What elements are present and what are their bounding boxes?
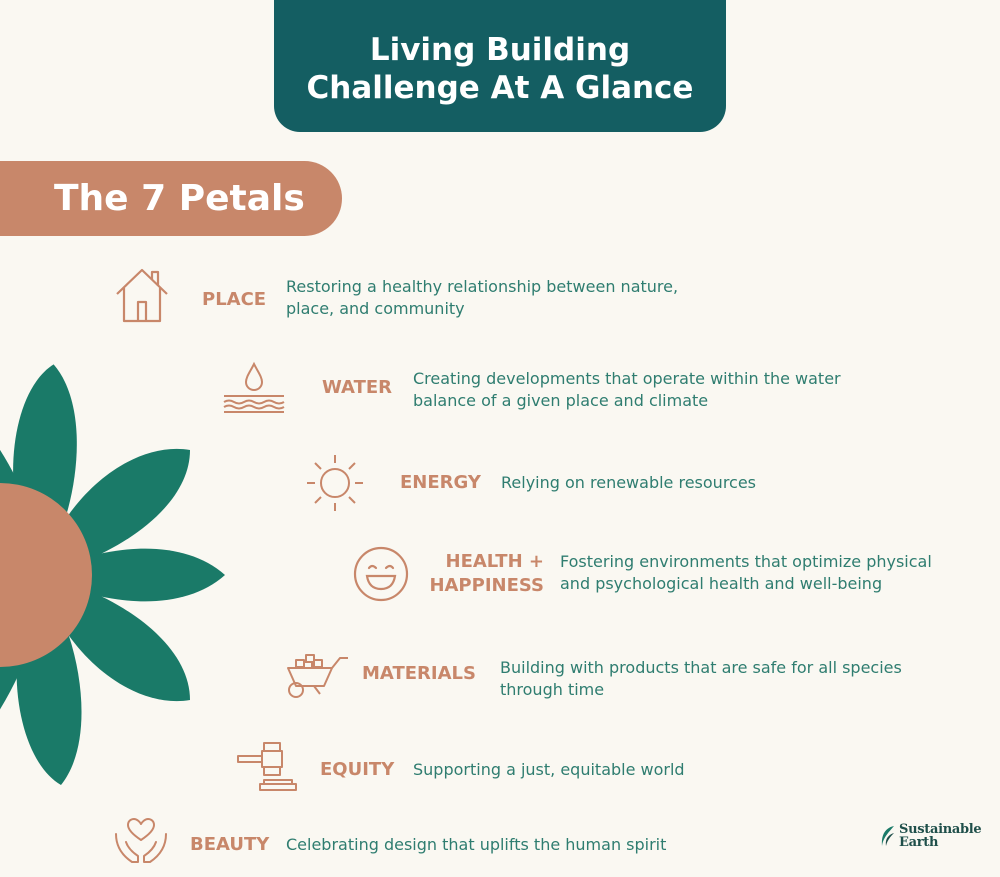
house-icon — [114, 266, 170, 324]
petal-desc-place-line1: Restoring a healthy relationship between… — [286, 277, 679, 296]
petal-label-health-line1: HEALTH + — [445, 551, 544, 572]
petal-desc-beauty: Celebrating design that uplifts the huma… — [286, 835, 667, 854]
petal-label-water: WATER — [322, 377, 393, 398]
petal-label-materials: MATERIALS — [362, 663, 476, 684]
petal-label-energy: ENERGY — [400, 472, 481, 493]
sustainable-earth-logo: Sustainable Earth — [880, 822, 982, 850]
wheelbarrow-icon — [284, 650, 350, 700]
flower-center — [0, 483, 92, 667]
petal-desc-materials-line1: Building with products that are safe for… — [500, 658, 902, 677]
flower-illustration — [0, 364, 225, 791]
leaf-icon — [881, 826, 894, 846]
petal-desc-equity: Supporting a just, equitable world — [413, 760, 685, 779]
petal-desc-health-line2: and psychological health and well-being — [560, 574, 883, 593]
petal-desc-health-line1: Fostering environments that optimize phy… — [560, 552, 932, 571]
smiley-face-icon — [352, 545, 410, 603]
section-banner: The 7 Petals — [0, 161, 342, 236]
petal-label-beauty: BEAUTY — [190, 834, 270, 855]
sun-icon — [305, 453, 365, 513]
petal-desc-water-line1: Creating developments that operate withi… — [413, 369, 841, 388]
gavel-icon — [236, 740, 300, 794]
petal-desc-energy: Relying on renewable resources — [501, 473, 757, 492]
logo-line2: Earth — [899, 835, 939, 850]
petal-label-health-line2: HAPPINESS — [429, 575, 544, 596]
water-drop-icon — [222, 360, 286, 414]
petal-desc-water-line2: balance of a given place and climate — [413, 391, 709, 410]
petal-label-equity: EQUITY — [320, 759, 395, 780]
petal-label-place: PLACE — [202, 289, 267, 310]
logo-line1: Sustainable — [899, 822, 982, 837]
page-title-line2: Challenge At A Glance — [306, 70, 694, 106]
section-title: The 7 Petals — [54, 178, 305, 219]
title-banner: Living Building Challenge At A Glance — [274, 0, 726, 132]
heart-hands-icon — [112, 816, 170, 866]
petal-desc-materials-line2: through time — [500, 680, 605, 699]
petal-desc-place-line2: place, and community — [286, 299, 465, 318]
page-title-line1: Living Building — [369, 32, 631, 68]
